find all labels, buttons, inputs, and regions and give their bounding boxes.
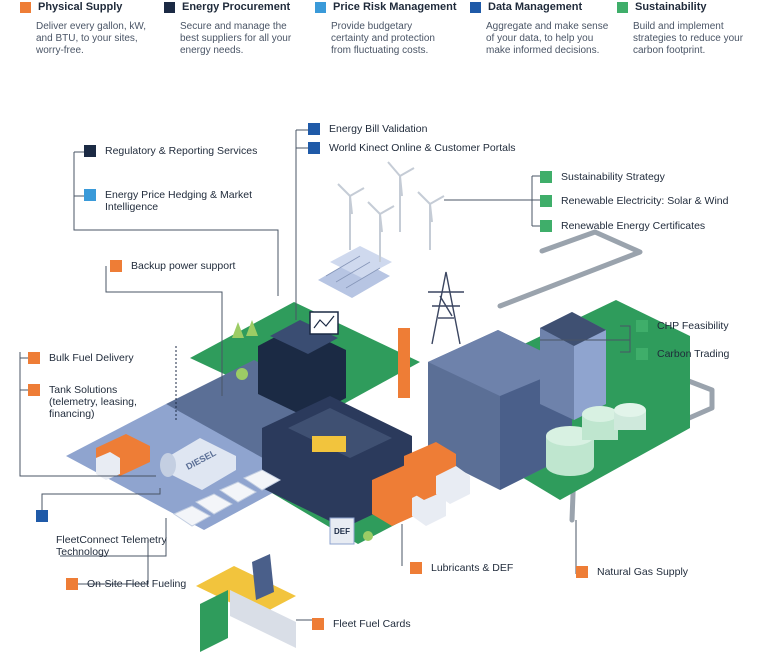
label-text: Carbon Trading [657, 348, 730, 360]
label-color-swatch [36, 510, 48, 522]
category-color-swatch [20, 1, 31, 13]
factory-building [428, 312, 606, 490]
label-color-swatch [28, 352, 40, 364]
category-title: Price Risk Management [333, 1, 457, 13]
label-text: Bulk Fuel Delivery [49, 352, 134, 364]
label-color-swatch [636, 348, 648, 360]
label-text: Sustainability Strategy [561, 171, 665, 183]
label-text: Renewable Energy Certificates [561, 220, 706, 232]
category-price-risk-management: Price Risk Management Provide budgetary … [315, 0, 465, 57]
storage-tanks [546, 403, 646, 476]
label-color-swatch [66, 578, 78, 590]
label-customer-portals: World Kinect Online & Customer Portals [308, 142, 516, 154]
label-text: Lubricants & DEF [431, 562, 514, 574]
label-text: Fleet Fuel Cards [333, 618, 411, 630]
label-energy-price-hedging: Energy Price Hedging & Market Intelligen… [84, 189, 280, 213]
label-text: CHP Feasibility [657, 320, 729, 332]
label-chp-feasibility: CHP Feasibility [636, 320, 729, 332]
transmission-tower [428, 271, 464, 345]
category-energy-procurement: Energy Procurement Secure and manage the… [164, 0, 314, 57]
diesel-tank: DIESEL [160, 438, 236, 490]
category-sustainability: Sustainability Build and implement strat… [617, 0, 767, 57]
label-text: World Kinect Online & Customer Portals [329, 142, 516, 154]
category-description: Aggregate and make sense of your data, t… [486, 21, 609, 56]
label-text: Renewable Electricity: Solar & Wind [561, 195, 729, 207]
control-room [258, 311, 346, 418]
category-title: Energy Procurement [182, 1, 291, 13]
label-text: On-Site Fleet Fueling [87, 578, 187, 590]
label-color-swatch [308, 123, 320, 135]
label-bulk-fuel-delivery: Bulk Fuel Delivery [28, 352, 134, 364]
category-description: Build and implement strategies to reduce… [633, 21, 744, 56]
category-physical-supply: Physical Supply Deliver every gallon, kW… [20, 0, 170, 57]
fleet-vehicles [172, 469, 282, 527]
label-color-swatch [540, 220, 552, 232]
label-renewable-electricity: Renewable Electricity: Solar & Wind [540, 195, 728, 207]
label-onsite-fleet-fueling: On-Site Fleet Fueling [66, 578, 186, 590]
label-tank-solutions: Tank Solutions (telemetry, leasing, fina… [28, 384, 146, 420]
label-color-swatch [540, 195, 552, 207]
label-color-swatch [84, 145, 96, 157]
label-text: Regulatory & Reporting Services [105, 145, 258, 157]
def-text: DEF [334, 527, 350, 536]
label-regulatory-reporting: Regulatory & Reporting Services [84, 145, 257, 157]
label-fleetconnect: FleetConnect Telemetry Technology [36, 510, 176, 558]
label-color-swatch [540, 171, 552, 183]
wind-turbines [337, 161, 445, 262]
connector-lines [19, 129, 631, 621]
category-color-swatch [315, 1, 326, 13]
label-fleet-fuel-cards: Fleet Fuel Cards [312, 618, 411, 630]
label-text: FleetConnect Telemetry Technology [56, 534, 167, 558]
category-title: Sustainability [635, 1, 707, 13]
category-color-swatch [470, 1, 481, 13]
solar-panel-array [318, 246, 392, 298]
label-color-swatch [84, 189, 96, 201]
label-natural-gas-supply: Natural Gas Supply [576, 566, 688, 578]
label-text: Energy Price Hedging & Market Intelligen… [105, 189, 253, 213]
label-color-swatch [312, 618, 324, 630]
label-backup-power: Backup power support [110, 260, 235, 272]
label-energy-bill-validation: Energy Bill Validation [308, 123, 427, 135]
fueling-station [196, 554, 296, 652]
trees [232, 320, 373, 541]
category-data-management: Data Management Aggregate and make sense… [470, 0, 620, 57]
label-color-swatch [410, 562, 422, 574]
category-description: Secure and manage the best suppliers for… [180, 21, 292, 56]
label-text: Natural Gas Supply [597, 566, 689, 578]
label-color-swatch [308, 142, 320, 154]
smokestack [398, 328, 410, 398]
label-color-swatch [576, 566, 588, 578]
def-container: DEF [329, 517, 355, 545]
label-renewable-energy-certificates: Renewable Energy Certificates [540, 220, 705, 232]
category-title: Physical Supply [38, 1, 123, 13]
label-text: Tank Solutions (telemetry, leasing, fina… [49, 384, 137, 420]
label-text: Backup power support [131, 260, 236, 272]
label-sustainability-strategy: Sustainability Strategy [540, 171, 665, 183]
category-description: Provide budgetary certainty and protecti… [331, 21, 435, 56]
delivery-trucks [96, 434, 470, 526]
category-title: Data Management [488, 1, 583, 13]
label-color-swatch [636, 320, 648, 332]
label-lubricants-def: Lubricants & DEF [410, 562, 513, 574]
label-color-swatch [110, 260, 122, 272]
category-description: Deliver every gallon, kW, and BTU, to yo… [36, 21, 147, 56]
label-color-swatch [28, 384, 40, 396]
category-color-swatch [617, 1, 628, 13]
label-carbon-trading: Carbon Trading [636, 348, 729, 360]
category-color-swatch [164, 1, 175, 13]
label-text: Energy Bill Validation [329, 123, 428, 135]
